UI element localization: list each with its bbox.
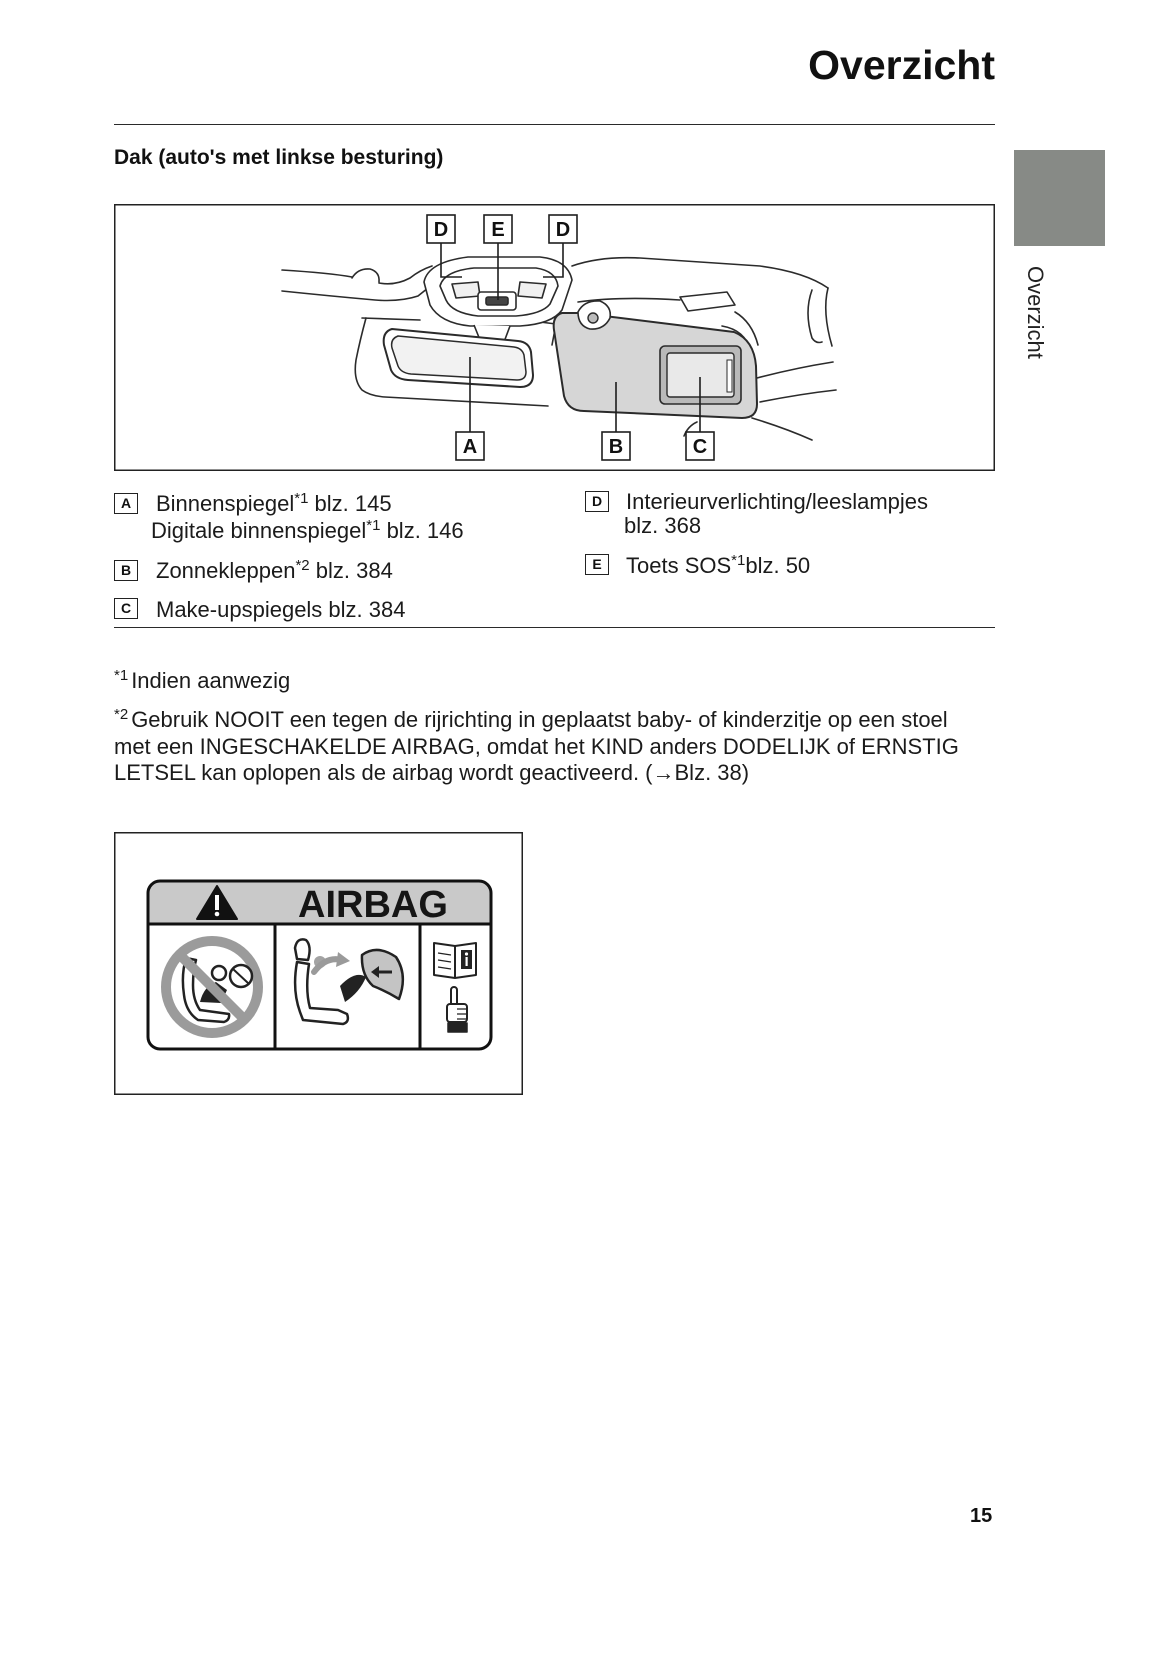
read-manual-icon	[433, 942, 477, 979]
footnote-text: Gebruik NOOIT een tegen de rijrichting i…	[131, 707, 948, 732]
footnote-ref: *2	[295, 557, 310, 574]
legend-item-e: Toets SOS*1blz. 50	[626, 552, 810, 579]
reading-lamp-left	[451, 281, 481, 299]
warning-triangle-icon	[196, 885, 238, 920]
side-tab	[1014, 150, 1105, 246]
legend-item-text: Binnenspiegel	[156, 491, 295, 516]
legend-key-d: D	[585, 491, 609, 512]
footnote-text: LETSEL kan oplopen als de airbag wordt g…	[114, 760, 750, 786]
callout-d-right: D	[548, 214, 578, 244]
legend-item-d: Interieurverlichting/leeslampjes blz. 36…	[624, 489, 929, 538]
legend-item-text: Zonnekleppen	[156, 558, 296, 583]
airbag-deployment-icon	[293, 938, 405, 1026]
callout-a: A	[455, 431, 485, 461]
callout-b: B	[601, 431, 631, 461]
title-rule	[114, 124, 995, 125]
makeup-mirror	[659, 345, 742, 405]
rearview-mirror	[382, 328, 534, 388]
no-rear-facing-child-seat-icon	[161, 936, 263, 1038]
label-title: AIRBAG	[298, 884, 448, 926]
callout-label: C	[693, 436, 707, 458]
page-reference: blz. 145	[308, 491, 392, 516]
airbag-warning-label: AIRBAG	[114, 832, 523, 1095]
page-reference: blz. 146	[380, 518, 464, 543]
legend-item-b: Zonnekleppen*2 blz. 384	[156, 557, 393, 584]
callout-e: E	[483, 214, 513, 244]
callout-c: C	[685, 431, 715, 461]
section-heading: Dak (auto's met linkse besturing)	[114, 146, 444, 169]
callout-label: A	[463, 436, 477, 458]
footnote-ref: *1	[294, 490, 309, 507]
footnote-ref: *1	[731, 552, 746, 569]
side-tab-label: Overzicht	[1023, 266, 1048, 359]
page-reference: blz. 50	[745, 553, 811, 578]
legend-item-a-line2: Digitale binnenspiegel*1 blz. 146	[151, 517, 464, 544]
legend-rule	[114, 627, 995, 628]
page-number: 15	[970, 1505, 993, 1527]
footnote-marker: *1	[114, 667, 129, 684]
callout-label: E	[491, 219, 504, 241]
callout-label: B	[609, 436, 623, 458]
legend-item-text: Make-upspiegels blz. 384	[156, 597, 406, 622]
legend-key-a: A	[114, 493, 138, 514]
legend-key-b: B	[114, 560, 138, 581]
page-title: Overzicht	[808, 42, 995, 88]
callout-label: D	[434, 219, 448, 241]
page-reference: blz. 368	[624, 513, 702, 538]
legend-item-c: Make-upspiegels blz. 384	[156, 596, 405, 623]
roof-diagram: D E D A B C	[114, 204, 995, 471]
legend-item-text: Toets SOS	[626, 553, 732, 578]
pointing-hand-icon	[446, 986, 468, 1033]
legend-key-c: C	[114, 598, 138, 619]
roof-headliner-lines	[281, 256, 837, 441]
reading-lamp-right	[517, 281, 547, 299]
leader-lines	[440, 243, 701, 432]
legend-key-e: E	[585, 554, 609, 575]
callout-d-left: D	[426, 214, 456, 244]
callout-label: D	[556, 219, 570, 241]
label-border	[146, 879, 493, 1051]
dome-light	[679, 291, 736, 312]
footnote-text: met een INGESCHAKELDE AIRBAG, omdat het …	[114, 733, 959, 759]
legend-item-text: Interieurverlichting/leeslampjes	[626, 489, 929, 514]
legend-item-text: Digitale binnenspiegel	[151, 518, 367, 543]
footnote-marker: *2	[114, 706, 129, 723]
page-reference: blz. 384	[309, 558, 393, 583]
legend-item-a: Binnenspiegel*1 blz. 145	[156, 490, 392, 517]
footnote-text: Indien aanwezig	[131, 668, 291, 693]
footnote-ref: *1	[366, 517, 381, 534]
